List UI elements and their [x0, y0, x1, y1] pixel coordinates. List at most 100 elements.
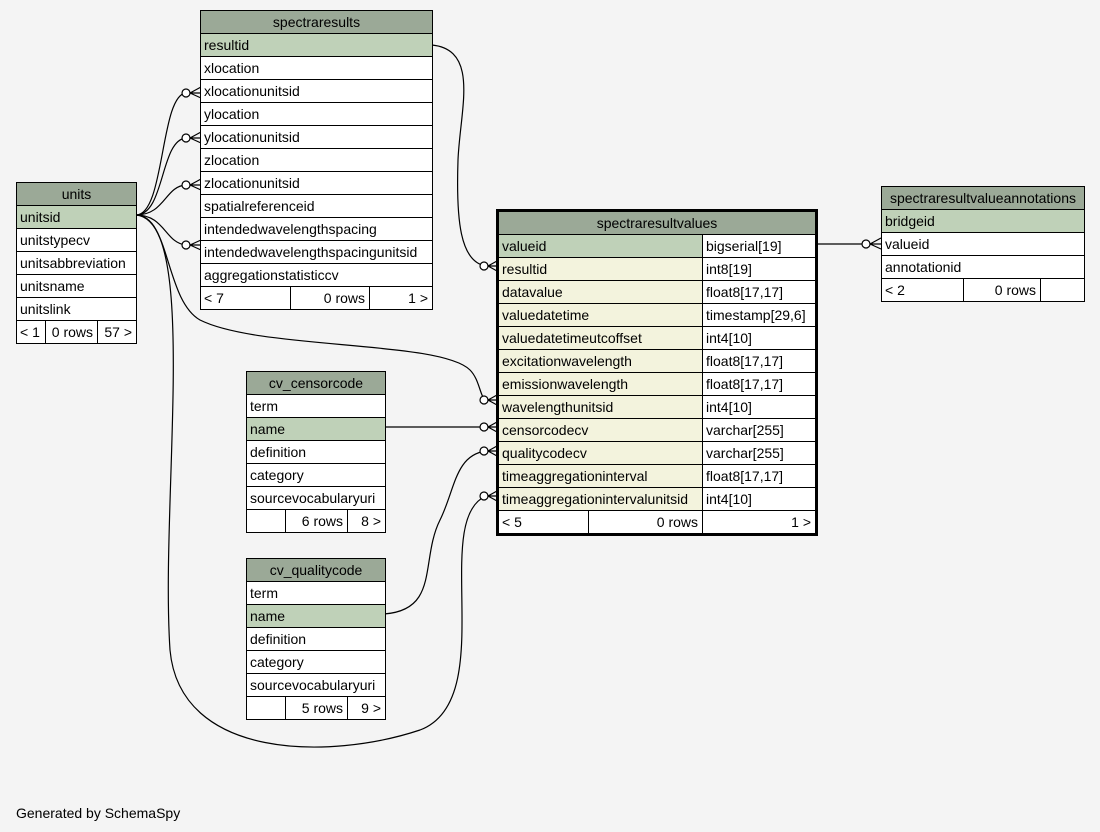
- column-name: resultid: [204, 37, 250, 53]
- column-row[interactable]: aggregationstatisticcv: [201, 264, 432, 287]
- column-row[interactable]: spatialreferenceid: [201, 195, 432, 218]
- table-footer: < 1 0 rows 57 >: [17, 321, 136, 343]
- column-row[interactable]: category: [247, 464, 385, 487]
- edge-units-zlocationunitsid: [135, 184, 187, 216]
- table-cv-censorcode[interactable]: cv_censorcode term name definition categ…: [246, 371, 386, 533]
- column-row[interactable]: intendedwavelengthspacing: [201, 218, 432, 241]
- column-name: wavelengthunitsid: [502, 399, 614, 415]
- column-name: xlocation: [204, 60, 260, 76]
- column-row[interactable]: intendedwavelengthspacingunitsid: [201, 241, 432, 264]
- column-name: ylocationunitsid: [204, 129, 300, 145]
- column-row[interactable]: ylocation: [201, 103, 432, 126]
- zero-marker-qualitycodecv: [479, 446, 489, 456]
- column-name: timeaggregationintervalunitsid: [502, 491, 688, 507]
- column-name: aggregationstatisticcv: [204, 267, 339, 283]
- column-row[interactable]: xlocationunitsid: [201, 80, 432, 103]
- column-name: category: [250, 654, 304, 670]
- column-row[interactable]: definition: [247, 628, 385, 651]
- column-name: timeaggregationinterval: [502, 468, 648, 484]
- row-count: 5 rows: [285, 697, 347, 719]
- column-type: float8[17,17]: [702, 350, 815, 372]
- table-title[interactable]: units: [17, 183, 136, 206]
- column-row[interactable]: name: [247, 605, 385, 628]
- column-row[interactable]: unitstypecv: [17, 229, 136, 252]
- column-row[interactable]: unitslink: [17, 298, 136, 321]
- column-name: zlocationunitsid: [204, 175, 300, 191]
- column-row[interactable]: annotationid: [882, 256, 1084, 279]
- column-name: unitsabbreviation: [20, 255, 126, 271]
- column-name: category: [250, 467, 304, 483]
- column-row[interactable]: valueid: [882, 233, 1084, 256]
- column-name: sourcevocabularyuri: [250, 490, 376, 506]
- column-row[interactable]: term: [247, 395, 385, 418]
- column-row[interactable]: name: [247, 418, 385, 441]
- table-title[interactable]: spectraresultvalueannotations: [882, 187, 1084, 210]
- zero-marker-timeaggregationintervalunitsid: [479, 491, 489, 501]
- zero-marker-resultid: [479, 261, 489, 271]
- column-name: term: [250, 585, 278, 601]
- table-title[interactable]: cv_qualitycode: [247, 559, 385, 582]
- edge-units-ylocationunitsid: [135, 137, 187, 216]
- column-row[interactable]: zlocation: [201, 149, 432, 172]
- children-count[interactable]: 1 >: [702, 511, 815, 533]
- column-row[interactable]: ylocationunitsid: [201, 126, 432, 149]
- table-spectraresults[interactable]: spectraresults resultid xlocation xlocat…: [200, 10, 433, 310]
- column-name: sourcevocabularyuri: [250, 677, 376, 693]
- column-name: xlocationunitsid: [204, 83, 300, 99]
- column-row[interactable]: term: [247, 582, 385, 605]
- column-name: valueid: [885, 236, 930, 252]
- children-count[interactable]: 9 >: [347, 697, 385, 719]
- crowfoot-annotations-valueid: [869, 237, 882, 250]
- column-row[interactable]: category: [247, 651, 385, 674]
- column-name: annotationid: [885, 259, 962, 275]
- table-title[interactable]: spectraresultvalues: [499, 212, 815, 235]
- column-row[interactable]: unitsid: [17, 206, 136, 229]
- parents-count[interactable]: [247, 510, 285, 532]
- column-type: float8[17,17]: [702, 373, 815, 395]
- column-type: timestamp[29,6]: [702, 304, 815, 326]
- parents-count[interactable]: [247, 697, 285, 719]
- children-count[interactable]: 8 >: [347, 510, 385, 532]
- parents-count[interactable]: < 2: [885, 282, 905, 298]
- table-title[interactable]: cv_censorcode: [247, 372, 385, 395]
- column-row[interactable]: emissionwavelength float8[17,17]: [499, 373, 815, 396]
- children-count[interactable]: 1 >: [369, 287, 432, 309]
- column-type: float8[17,17]: [702, 281, 815, 303]
- parents-count[interactable]: < 7: [204, 290, 224, 306]
- column-name: emissionwavelength: [502, 376, 629, 392]
- parents-count[interactable]: < 1: [20, 324, 40, 340]
- column-row[interactable]: resultid: [201, 34, 432, 57]
- column-row[interactable]: zlocationunitsid: [201, 172, 432, 195]
- table-title[interactable]: spectraresults: [201, 11, 432, 34]
- column-row[interactable]: sourcevocabularyuri: [247, 487, 385, 510]
- zero-marker-annotations-valueid: [861, 239, 871, 249]
- column-type: varchar[255]: [702, 419, 815, 441]
- column-row[interactable]: definition: [247, 441, 385, 464]
- column-row[interactable]: unitsname: [17, 275, 136, 298]
- column-row[interactable]: xlocation: [201, 57, 432, 80]
- children-count[interactable]: [1040, 279, 1084, 301]
- children-count[interactable]: 57 >: [97, 321, 136, 343]
- table-spectraresultvalueannotations[interactable]: spectraresultvalueannotations bridgeid v…: [881, 186, 1085, 302]
- column-row[interactable]: unitsabbreviation: [17, 252, 136, 275]
- column-type: int8[19]: [702, 258, 815, 280]
- column-name: name: [250, 421, 286, 437]
- table-units[interactable]: units unitsid unitstypecv unitsabbreviat…: [16, 182, 137, 344]
- table-footer: 6 rows 8 >: [247, 510, 385, 532]
- parents-count[interactable]: < 5: [502, 514, 522, 530]
- column-row[interactable]: bridgeid: [882, 210, 1084, 233]
- column-row[interactable]: sourcevocabularyuri: [247, 674, 385, 697]
- table-cv-qualitycode[interactable]: cv_qualitycode term name definition cate…: [246, 558, 386, 720]
